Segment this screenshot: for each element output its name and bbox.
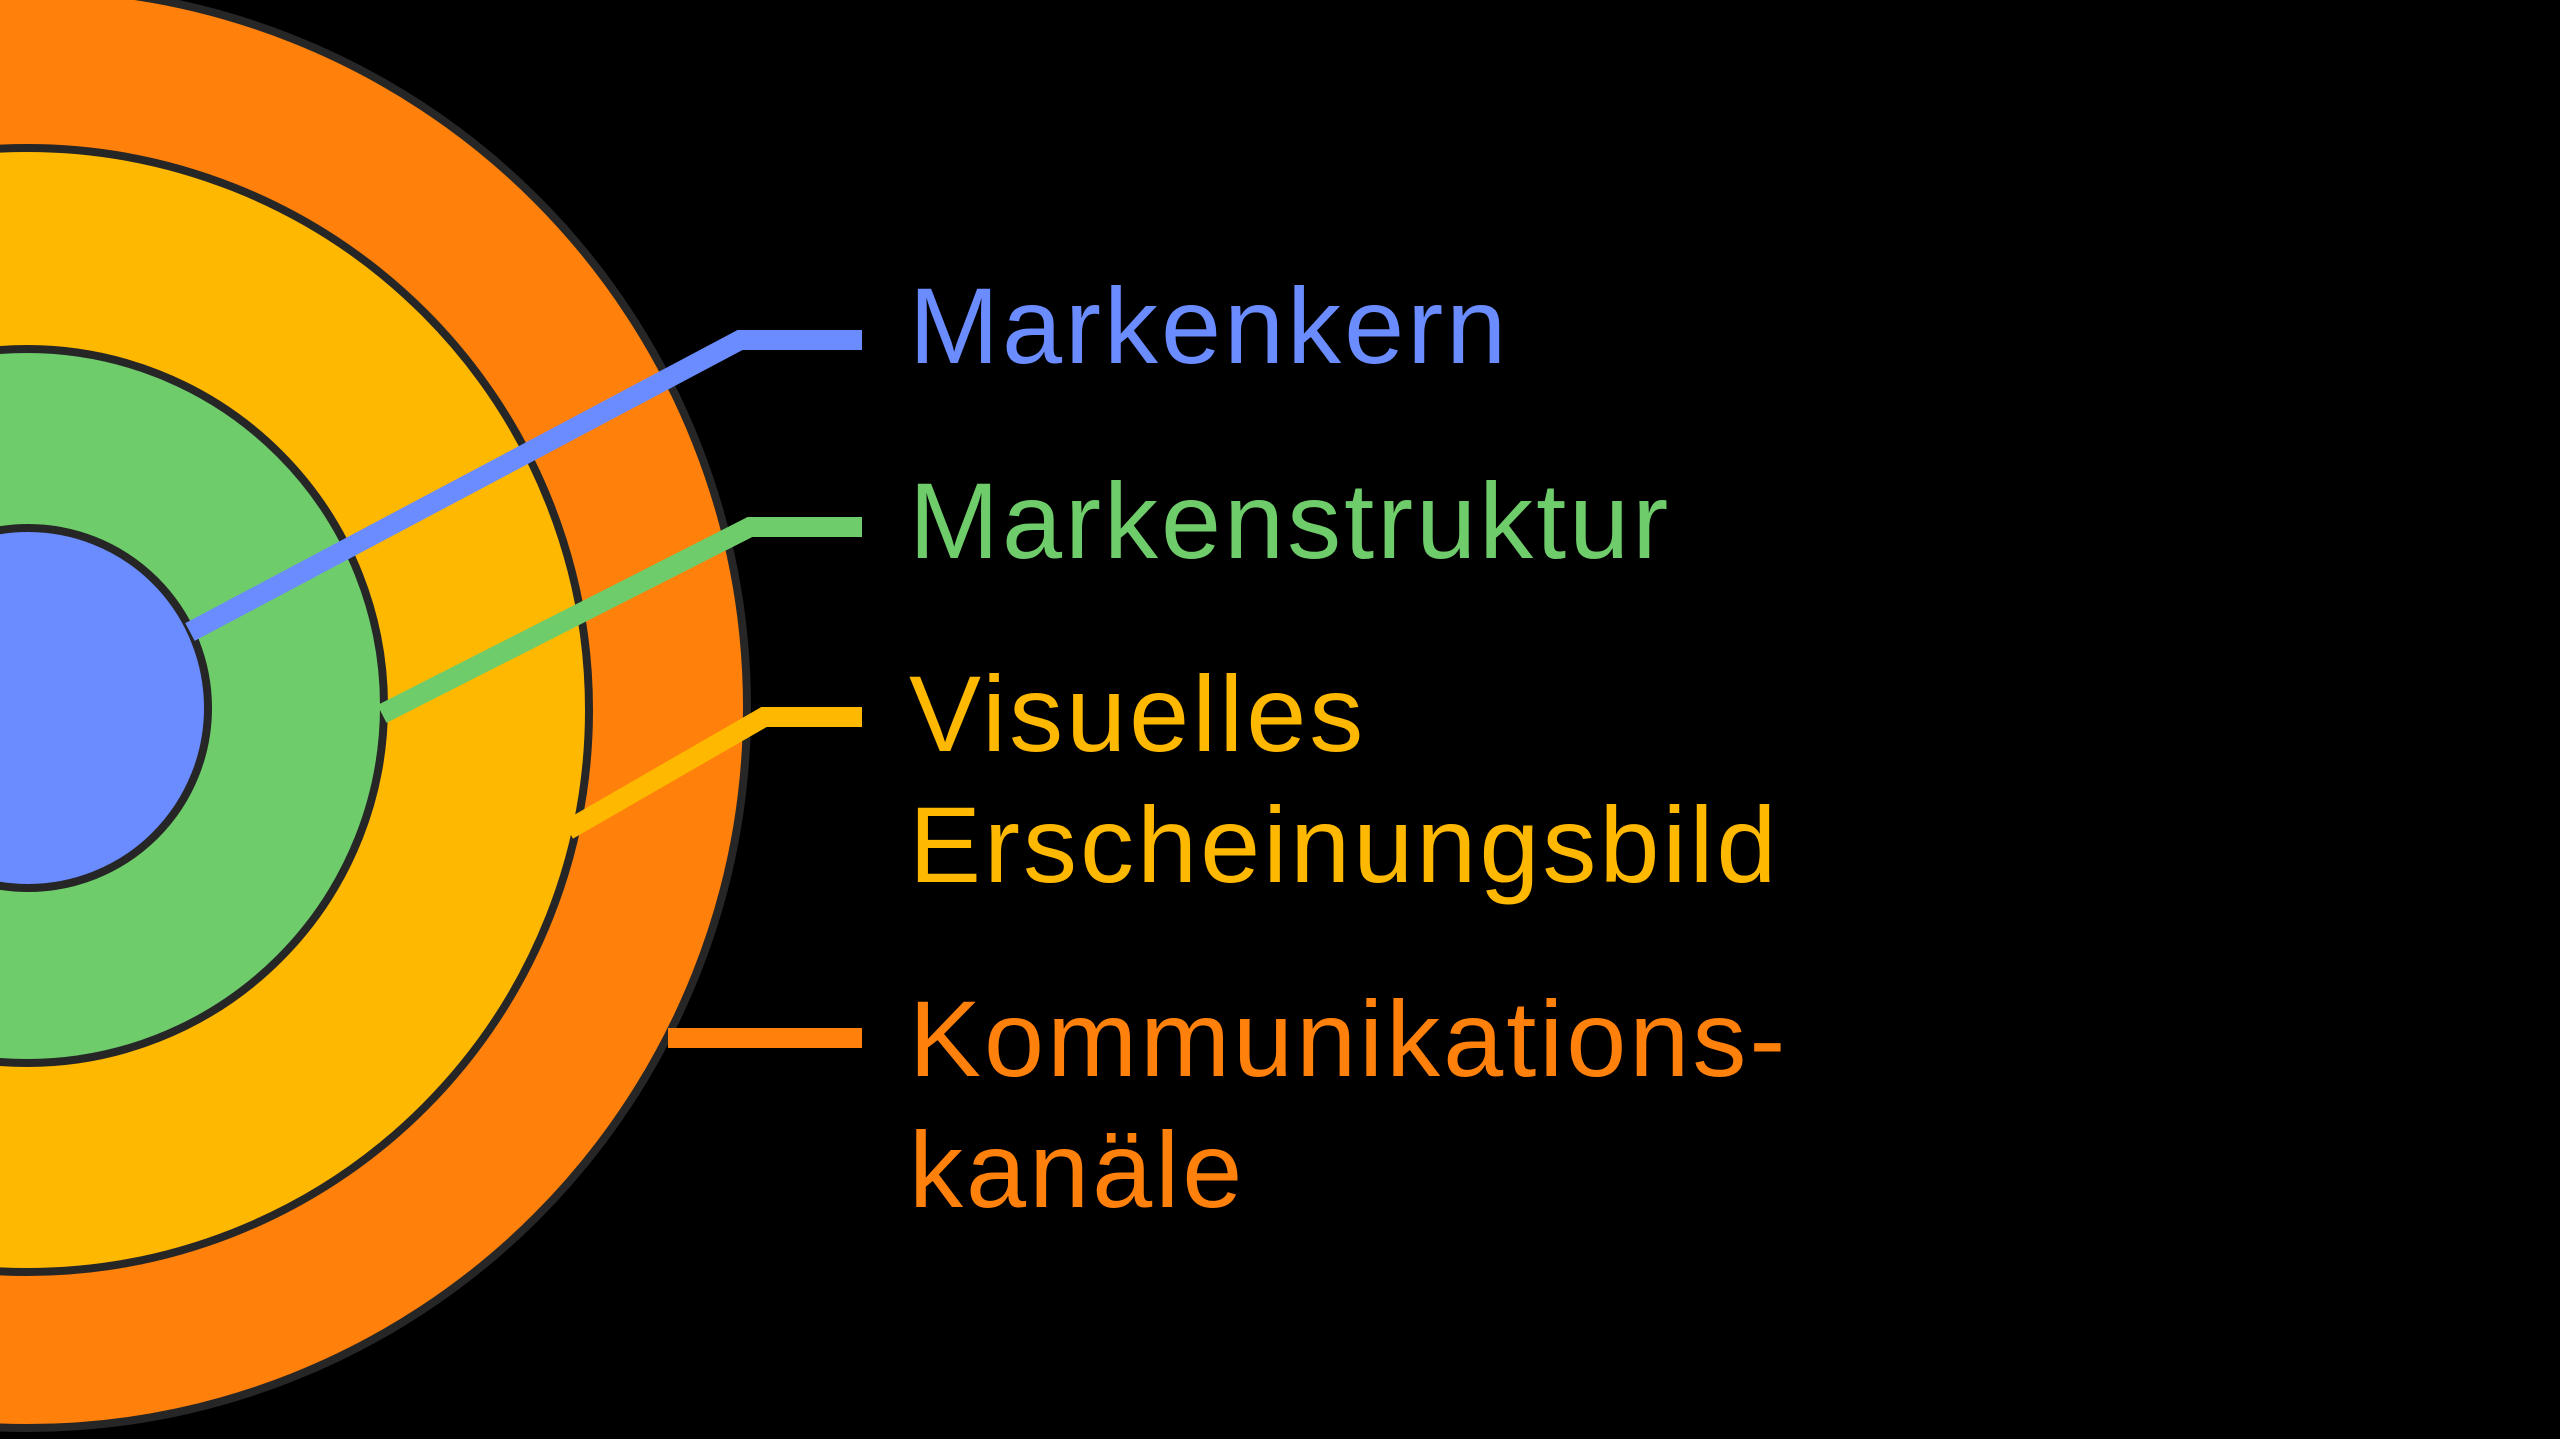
- label-visuelles-line-1: Visuelles: [909, 653, 1367, 774]
- leader-line-markenstruktur: [377, 517, 862, 723]
- label-visuelles-line-2: Erscheinungsbild: [909, 784, 1780, 905]
- label-visuelles-erscheinungsbild: Visuelles Erscheinungsbild: [909, 648, 1780, 910]
- label-kommunikation-line-2: kanäle: [909, 1109, 1246, 1230]
- label-markenkern: Markenkern: [909, 260, 1509, 391]
- label-markenstruktur-line-1: Markenstruktur: [909, 460, 1672, 581]
- label-markenkern-line-1: Markenkern: [909, 265, 1510, 386]
- leader-line-visuelles-erscheinungsbild: [563, 707, 862, 839]
- core-markenkern: [0, 524, 212, 892]
- label-kommunikation-line-1: Kommunikations-: [909, 978, 1789, 1099]
- leader-line-markenkern: [185, 330, 862, 641]
- label-markenstruktur: Markenstruktur: [909, 455, 1671, 586]
- label-kommunikationskanaele: Kommunikations- kanäle: [909, 973, 1788, 1235]
